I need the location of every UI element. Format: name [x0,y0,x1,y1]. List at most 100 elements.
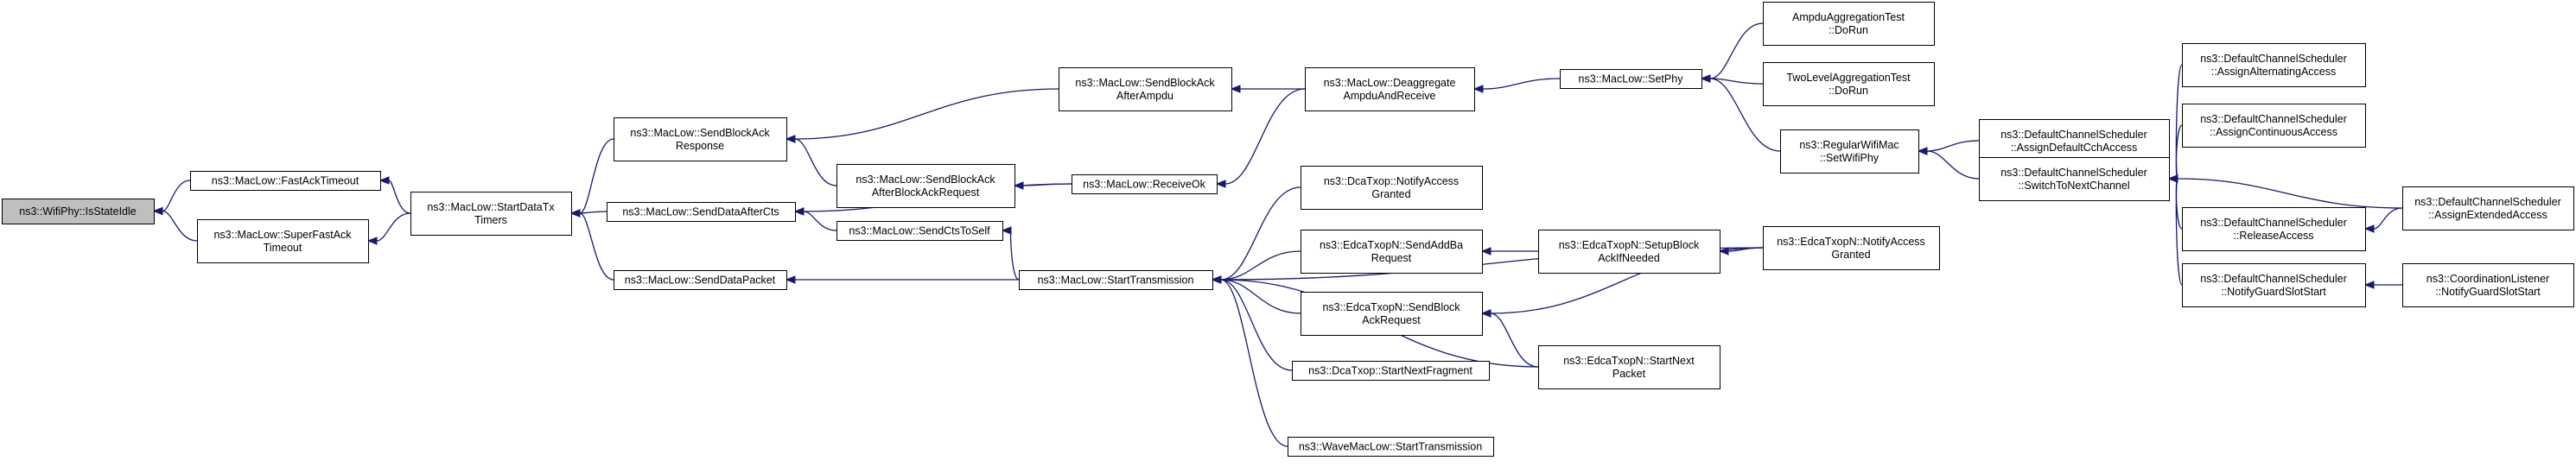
node-label: ns3::WaveMacLow::StartTransmission [1299,441,1482,453]
edge-n12-to-n10 [1001,226,1020,281]
node-label: ns3::DefaultChannelScheduler [2200,53,2347,65]
node-n9[interactable]: ns3::MacLow::SendBlockAckAfterBlockAckRe… [836,164,1015,208]
node-label: ::AssignAlternatingAccess [2211,66,2337,78]
edge-arrowhead [1215,180,1226,188]
edge-n4-to-n3 [366,212,411,245]
node-n11[interactable]: ns3::MacLow::ReceiveOk [1072,174,1218,194]
edge-n13-to-n8 [1230,85,1305,93]
node-label: ::SwitchToNextChannel [2018,180,2129,192]
edge-arrowhead [2363,281,2375,289]
edges-layer [152,22,2403,447]
node-label: ns3::MacLow::StartDataTx [427,201,555,213]
node-label: Timeout [264,242,302,254]
edge-n33-to-n31 [2363,281,2402,289]
node-n29[interactable]: ns3::DefaultChannelScheduler::AssignCont… [2182,104,2366,148]
node-n31[interactable]: ns3::DefaultChannelScheduler::NotifyGuar… [2182,263,2366,307]
node-label: ns3::MacLow::SendDataPacket [625,275,776,287]
node-label: ns3::MacLow::SuperFastAck [213,229,352,241]
edge-line [1926,140,1980,152]
node-n7[interactable]: ns3::MacLow::SendDataPacket [614,270,787,290]
node-label: Timers [474,214,507,226]
edge-n24-to-n19 [1700,74,1781,152]
edge-arrowhead [378,176,390,185]
node-label: AmpduAndReceive [1343,90,1435,102]
node-n19[interactable]: ns3::MacLow::SetPhy [1560,69,1702,89]
node-box [1763,226,1940,270]
edge-arrowhead [1917,147,1928,155]
node-n33[interactable]: ns3::CoordinationListener::NotifyGuardSl… [2402,263,2574,307]
node-label: ::ReleaseAccess [2233,230,2313,242]
node-box [2402,263,2574,307]
node-n30[interactable]: ns3::DefaultChannelScheduler::ReleaseAcc… [2182,207,2366,251]
node-label: ns3::EdcaTxopN::SendBlock [1322,301,1460,313]
edge-line [1490,312,1539,368]
edge-line [794,88,1059,140]
edge-n10-to-n6 [793,207,837,231]
edge-line [1709,22,1764,79]
edge-line [1022,183,1072,186]
edge-n21-to-n16 [1480,309,1539,368]
node-box [2182,43,2366,87]
node-label: ns3::EdcaTxopN::SendAddBa [1320,239,1463,251]
node-label: ns3::DefaultChannelScheduler [2200,113,2347,125]
node-label: ns3::EdcaTxopN::SetupBlock [1559,239,1700,251]
node-n1[interactable]: ns3::WifiPhy::IsStateIdle [2,199,155,224]
node-box [1538,345,1721,389]
node-label: ns3::DefaultChannelScheduler [2414,196,2561,208]
node-n24[interactable]: ns3::RegularWifiMac::SetWifiPhy [1780,129,1919,174]
edge-line [803,211,837,231]
node-box [1301,292,1483,336]
edge-n23-to-n19 [1700,74,1764,85]
node-n22[interactable]: AmpduAggregationTest::DoRun [1763,2,1935,46]
node-n10[interactable]: ns3::MacLow::SendCtsToSelf [836,221,1003,241]
edge-line [162,210,198,242]
node-label: ns3::EdcaTxopN::NotifyAccess [1777,236,1925,248]
node-n6[interactable]: ns3::MacLow::SendDataAfterCts [607,202,796,222]
node-label: ::DoRun [1829,85,1868,97]
edge-arrowhead [152,206,163,216]
edge-n12-to-n7 [785,275,1019,284]
edge-arrowhead [1013,181,1024,190]
node-box [1305,67,1475,111]
node-box [2,199,155,224]
edge-line [1220,279,1293,371]
node-label: ns3::DefaultChannelScheduler [2000,129,2147,141]
edge-n17-to-n12 [1211,275,1293,371]
node-n17[interactable]: ns3::DcaTxop::StartNextFragment [1292,361,1490,381]
node-label: ns3::EdcaTxopN::StartNext [1563,355,1695,367]
node-box [1538,230,1721,274]
edge-arrowhead [2167,174,2178,183]
node-label: Request [1371,252,1412,264]
edge-arrowhead [1211,275,1222,284]
node-label: AfterBlockAckRequest [872,186,980,199]
node-n32[interactable]: ns3::DefaultChannelScheduler::AssignExte… [2402,186,2574,230]
edge-n32-to-n30 [2363,207,2403,233]
node-n26[interactable]: ns3::DefaultChannelScheduler::AssignDefa… [1979,119,2170,163]
edge-line [2177,178,2403,209]
node-label: Packet [1612,368,1646,380]
edge-line [2175,178,2183,286]
node-label: ns3::CoordinationListener [2427,273,2549,285]
node-n12[interactable]: ns3::MacLow::StartTransmission [1019,270,1213,290]
node-box [607,202,796,222]
node-n27[interactable]: ns3::DefaultChannelScheduler::SwitchToNe… [1979,157,2170,201]
node-n18[interactable]: ns3::WaveMacLow::StartTransmission [1288,437,1494,457]
node-n23[interactable]: TwoLevelAggregationTest::DoRun [1763,62,1935,106]
edge-n3-to-n1 [152,206,198,242]
node-n2[interactable]: ns3::MacLow::FastAckTimeout [190,171,381,191]
edge-arrowhead [366,237,378,245]
node-box [1288,437,1494,457]
edge-arrowhead [1001,226,1012,235]
node-n28[interactable]: ns3::DefaultChannelScheduler::AssignAlte… [2182,43,2366,87]
